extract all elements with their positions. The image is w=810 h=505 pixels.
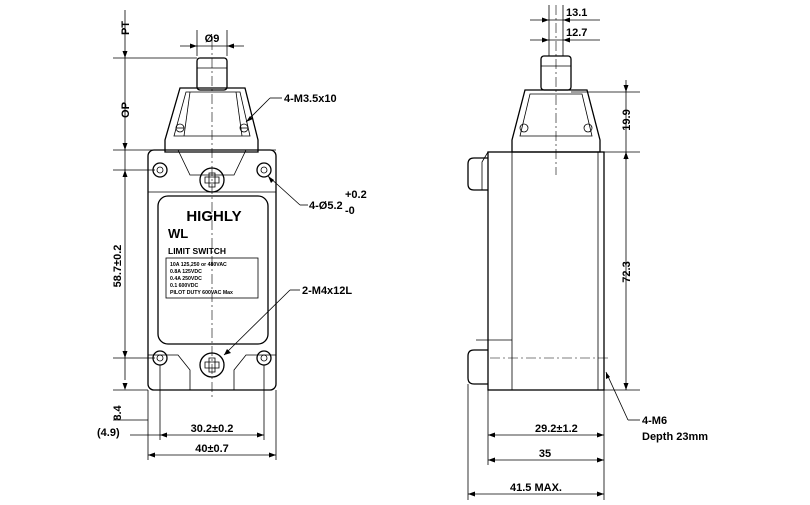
rating-line: 0.8A 125VDC	[170, 269, 202, 275]
dim-body-width: 40±0.7	[195, 443, 229, 455]
callout-mount-tol-minus: -0	[345, 205, 355, 217]
dim-thread-offset: 29.2±1.2	[535, 423, 578, 435]
rating-line: 0.4A 250VDC	[170, 276, 202, 282]
dim-bottom-offset-ref: (4.9)	[97, 427, 120, 439]
brand-label: HIGHLY	[186, 208, 241, 225]
product-type-label: LIMIT SWITCH	[168, 246, 226, 256]
callout-thread: 4-M6	[642, 415, 667, 427]
mount-hole	[152, 350, 168, 366]
mount-hole	[256, 162, 272, 178]
dim-max-depth: 41.5 MAX.	[510, 482, 562, 494]
dim-body-depth: 35	[539, 448, 551, 460]
dim-plunger-dia: Ø9	[205, 33, 220, 45]
rating-line: PILOT DUTY 600VAC Max	[170, 290, 233, 296]
callout-mount-tol-plus: +0.2	[345, 189, 367, 201]
model-label: WL	[168, 226, 188, 241]
dim-bottom-offset: 8.4	[112, 404, 124, 420]
side-body	[487, 151, 605, 391]
rating-line: 0.1 600VDC	[170, 283, 199, 289]
dim-hole-pitch-v: 58.7±0.2	[112, 245, 124, 288]
callout-mount-holes: 4-Ø5.2	[309, 200, 343, 212]
nameplate	[157, 195, 269, 345]
front-view: HIGHLY WL LIMIT SWITCH 10A 125,250 or 48…	[97, 10, 367, 460]
mount-hole	[152, 162, 168, 178]
dim-body-height: 72.3	[621, 261, 633, 282]
dim-top-width-outer: 13.1	[566, 7, 587, 19]
callout-conduit-screws: 2-M4x12L	[302, 285, 352, 297]
front-head	[164, 87, 259, 153]
dim-pt: PT	[120, 21, 132, 35]
dim-head-height: 19.9	[621, 109, 633, 130]
side-view: 13.1 12.7 19.9 72.3 29.2±1.2 35	[467, 5, 708, 500]
mount-hole	[256, 350, 272, 366]
dim-op: OP	[120, 102, 132, 118]
callout-cover-screws: 4-M3.5x10	[284, 93, 337, 105]
rating-line: 10A 125,250 or 480VAC	[170, 262, 227, 268]
dim-top-width-inner: 12.7	[566, 27, 587, 39]
callout-thread-depth: Depth 23mm	[642, 431, 708, 443]
dim-hole-pitch-h: 30.2±0.2	[191, 423, 234, 435]
